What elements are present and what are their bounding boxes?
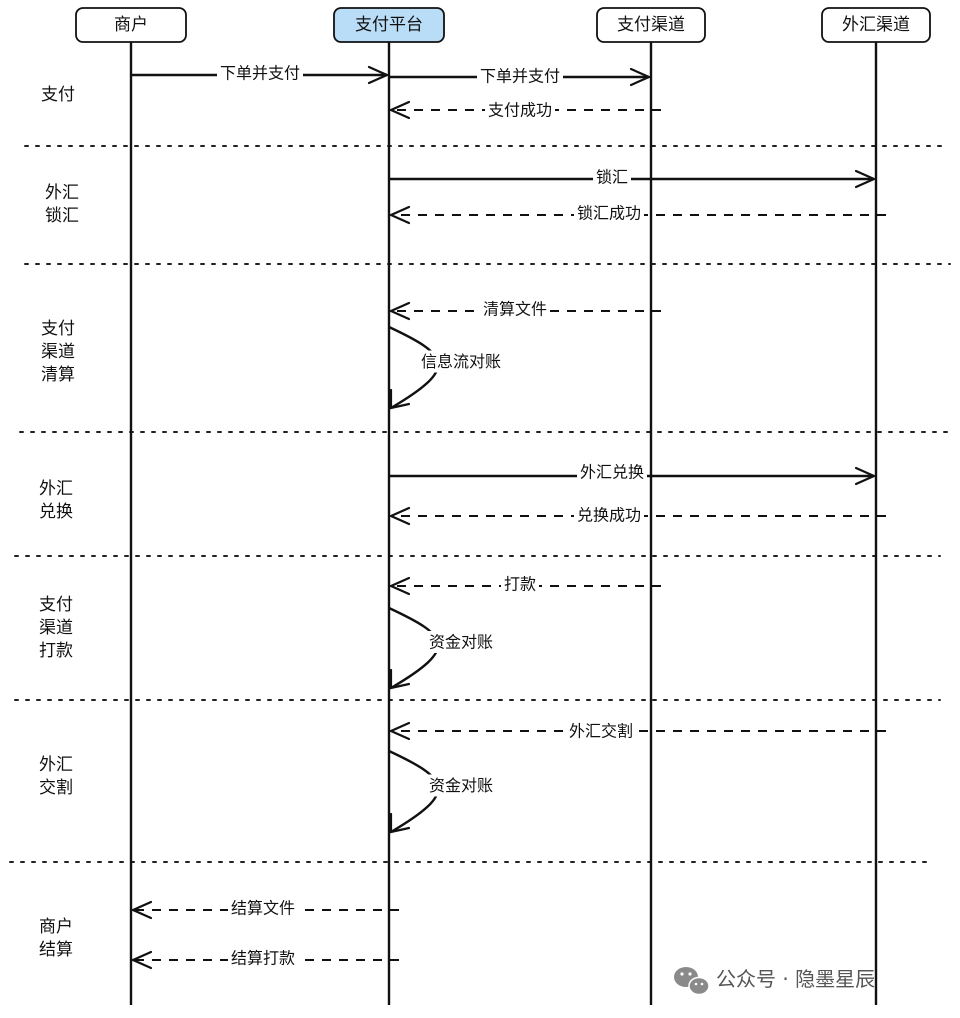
label-background	[574, 504, 644, 526]
message-label: 资金对账	[429, 633, 493, 652]
label-background	[426, 631, 496, 653]
arrowhead	[388, 205, 411, 225]
section-label-line: 渠道	[41, 342, 75, 362]
label-background	[228, 897, 298, 919]
arrowhead	[130, 950, 153, 970]
message-arrow: 下单并支付	[131, 62, 390, 85]
label-background	[418, 350, 504, 373]
arrowhead	[388, 576, 411, 596]
actor-box	[596, 7, 706, 43]
section-label-line: 支付	[41, 319, 75, 339]
section-label-line: 锁汇	[45, 206, 79, 226]
arrowhead	[854, 169, 877, 189]
message-arrow: 打款	[388, 573, 661, 596]
message-label: 支付成功	[488, 101, 552, 120]
arrowhead	[388, 721, 411, 741]
actor-label: 外汇渠道	[842, 15, 910, 35]
label-background	[228, 947, 298, 969]
message-arrow: 兑换成功	[388, 504, 886, 526]
actor-box	[333, 7, 445, 43]
message-arrow: 清算文件	[388, 298, 661, 321]
arrowhead	[389, 388, 411, 410]
section-label-line: 外汇	[39, 755, 73, 775]
message-label: 信息流对账	[421, 352, 501, 371]
message-arrow: 结算文件	[130, 897, 399, 920]
message-label: 外汇兑换	[580, 463, 644, 482]
section-label-line: 商户	[39, 917, 73, 937]
actor-label: 商户	[114, 15, 148, 35]
message-label: 打款	[504, 575, 536, 594]
arrowhead	[389, 668, 411, 690]
wechat-icon	[674, 967, 710, 996]
message-self: 信息流对账	[388, 325, 504, 410]
actor-merchant: 商户	[75, 7, 187, 43]
label-background	[501, 573, 539, 595]
watermark: 公众号 · 隐墨星辰	[674, 967, 875, 996]
label-background	[217, 62, 303, 84]
label-background	[477, 65, 563, 87]
section-label-line: 支付	[41, 85, 75, 105]
message-arrow: 支付成功	[388, 99, 661, 121]
section-label-line: 清算	[41, 365, 75, 385]
watermark-text: 公众号 · 隐墨星辰	[716, 967, 875, 991]
label-background	[485, 99, 555, 121]
section-label-line: 渠道	[39, 618, 73, 638]
label-background	[593, 166, 631, 188]
arrowhead	[388, 100, 411, 120]
section-label-line: 外汇	[39, 479, 73, 499]
message-label: 资金对账	[429, 776, 493, 795]
actor-box	[821, 7, 931, 43]
message-label: 外汇交割	[569, 722, 633, 741]
arrowhead	[388, 506, 411, 526]
actor-label: 支付渠道	[617, 15, 685, 35]
section-label: 外汇兑换	[39, 479, 73, 522]
label-background	[566, 720, 636, 742]
message-label: 兑换成功	[577, 506, 641, 525]
section-label-line: 兑换	[39, 502, 73, 522]
actor-label: 支付平台	[355, 15, 423, 35]
arrowhead	[367, 65, 390, 85]
section-label-line: 打款	[39, 641, 73, 661]
message-label: 结算文件	[231, 899, 295, 918]
section-label-line: 交割	[39, 778, 73, 798]
label-background	[574, 202, 644, 224]
section-label: 支付	[41, 85, 75, 105]
message-label: 锁汇	[596, 168, 628, 187]
message-arrow: 结算打款	[130, 947, 399, 970]
label-background	[426, 774, 496, 797]
section-label-line: 外汇	[45, 183, 79, 203]
message-label: 结算打款	[231, 949, 295, 968]
actor-platform: 支付平台	[333, 7, 445, 43]
message-label: 下单并支付	[480, 67, 560, 86]
message-self: 资金对账	[388, 606, 496, 690]
section-label-line: 支付	[39, 595, 73, 615]
message-arrow: 锁汇	[389, 166, 877, 189]
arrowhead	[130, 900, 153, 920]
arrowhead	[389, 812, 411, 834]
message-self: 资金对账	[388, 749, 496, 834]
arrowhead	[388, 301, 411, 321]
message-label: 清算文件	[483, 300, 547, 319]
actor-box	[75, 7, 187, 43]
message-arrow: 锁汇成功	[388, 202, 886, 225]
message-arrow: 外汇兑换	[389, 461, 877, 486]
message-arrow: 外汇交割	[388, 720, 886, 742]
message-arrow: 下单并支付	[389, 65, 652, 87]
section-label-line: 结算	[39, 940, 73, 960]
section-label: 外汇交割	[39, 755, 73, 798]
message-label: 锁汇成功	[577, 204, 641, 223]
actor-channel: 支付渠道	[596, 7, 706, 43]
arrowhead	[629, 67, 652, 87]
arrowhead	[854, 466, 877, 486]
message-label: 下单并支付	[220, 64, 300, 83]
actor-fx: 外汇渠道	[821, 7, 931, 43]
label-background	[577, 461, 647, 483]
label-background	[480, 298, 550, 320]
